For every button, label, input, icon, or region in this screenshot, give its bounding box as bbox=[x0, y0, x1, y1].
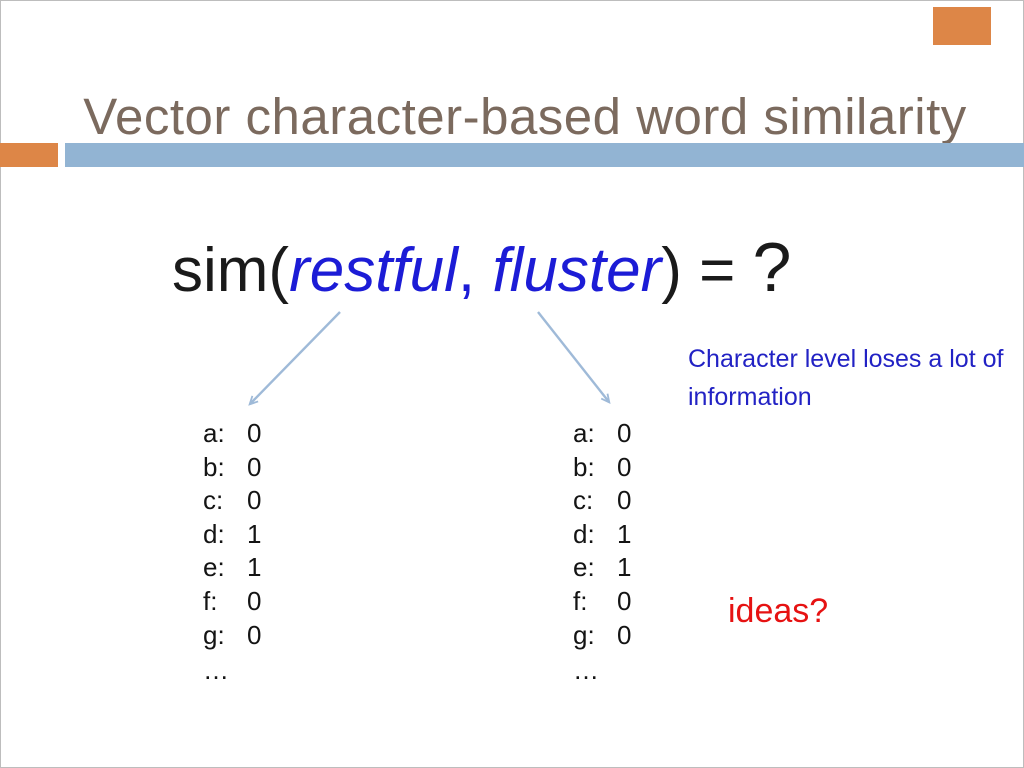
similarity-formula: sim(restful, fluster) = ? bbox=[172, 232, 791, 306]
slide-title: Vector character-based word similarity bbox=[83, 88, 967, 146]
vector-row-label: d: bbox=[203, 518, 225, 549]
right-arrow-icon bbox=[537, 311, 611, 404]
vector-row: d: 1 bbox=[573, 518, 631, 552]
formula-word-fluster: fluster bbox=[492, 236, 662, 305]
vector-row: c: 0 bbox=[203, 484, 261, 518]
accent-square-orange bbox=[0, 143, 58, 167]
formula-equals: = bbox=[681, 236, 753, 305]
annotation-note: Character level loses a lot of informati… bbox=[688, 340, 1008, 416]
vector-row: f: 0 bbox=[573, 585, 631, 619]
annotation-line-2: information bbox=[688, 383, 812, 411]
accent-band-blue bbox=[65, 143, 1024, 167]
vector-ellipsis: … bbox=[573, 655, 602, 686]
annotation-line-1: Character level loses a lot of bbox=[688, 345, 1004, 373]
vector-row: g: 0 bbox=[203, 619, 261, 653]
vector-row-value: 0 bbox=[247, 418, 262, 448]
formula-close-paren: ) bbox=[661, 236, 682, 305]
formula-question-mark: ? bbox=[752, 228, 792, 306]
vector-row-label: c: bbox=[203, 485, 224, 516]
vector-row-label: d: bbox=[573, 518, 595, 549]
vector-row: e: 1 bbox=[203, 551, 261, 585]
ideas-prompt: ideas? bbox=[728, 592, 829, 630]
vector-row-value: 0 bbox=[617, 451, 632, 482]
vector-row: b: 0 bbox=[573, 451, 631, 485]
formula-word-restful: restful bbox=[289, 236, 458, 305]
formula-function: sim( bbox=[172, 236, 290, 305]
vector-row-value: 0 bbox=[617, 619, 632, 650]
vector-row-value: 1 bbox=[247, 552, 262, 583]
vector-row-label: e: bbox=[573, 552, 595, 583]
vector-row-value: 0 bbox=[247, 485, 262, 516]
vector-row: a: 0 bbox=[573, 417, 631, 451]
left-arrow-icon bbox=[248, 311, 341, 406]
vector-row: g: 0 bbox=[573, 619, 631, 653]
vector-row-label: c: bbox=[573, 485, 594, 516]
vector-row-label: g: bbox=[203, 619, 225, 650]
vector-row-value: 0 bbox=[247, 585, 262, 616]
vector-row-value: 0 bbox=[617, 585, 632, 616]
vector-row-label: f: bbox=[203, 585, 218, 616]
vector-row-value: 1 bbox=[617, 552, 632, 583]
vector-row-value: 1 bbox=[617, 518, 632, 549]
vector-row: c: 0 bbox=[573, 484, 631, 518]
vector-row-label: a: bbox=[573, 418, 595, 448]
vector-left: a: 0 b: 0 c: 0 d: 1 e: 1 f: 0 g: 0 … bbox=[203, 417, 261, 688]
vector-row-value: 0 bbox=[617, 485, 632, 516]
vector-row: d: 1 bbox=[203, 518, 261, 552]
vector-row: f: 0 bbox=[203, 585, 261, 619]
vector-row-label: b: bbox=[573, 451, 595, 482]
formula-separator: , bbox=[457, 236, 493, 305]
vector-row-label: b: bbox=[203, 451, 225, 482]
vector-row-value: 0 bbox=[247, 451, 262, 482]
top-right-accent-rectangle bbox=[933, 7, 991, 45]
vector-row-label: a: bbox=[203, 418, 225, 448]
vector-row: a: 0 bbox=[203, 417, 261, 451]
vector-row-value: 0 bbox=[247, 619, 262, 650]
vector-row-label: f: bbox=[573, 585, 588, 616]
vector-right: a: 0 b: 0 c: 0 d: 1 e: 1 f: 0 g: 0 … bbox=[573, 417, 631, 688]
vector-ellipsis: … bbox=[203, 655, 232, 686]
vector-row: e: 1 bbox=[573, 551, 631, 585]
vector-row: b: 0 bbox=[203, 451, 261, 485]
vector-row-label: g: bbox=[573, 619, 595, 650]
vector-row-value: 1 bbox=[247, 518, 262, 549]
vector-row-label: e: bbox=[203, 552, 225, 583]
vector-row-value: 0 bbox=[617, 418, 632, 448]
